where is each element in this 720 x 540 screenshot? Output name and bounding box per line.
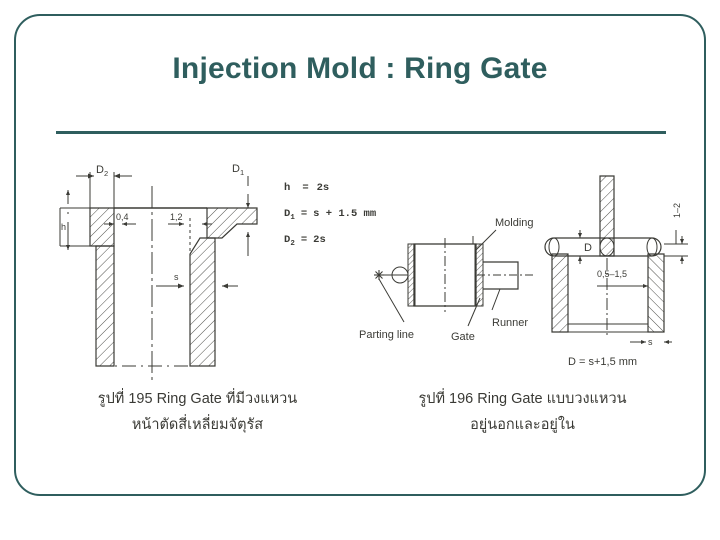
formula-line-1: h=2s bbox=[284, 182, 329, 194]
dim-label-s: s bbox=[174, 272, 179, 282]
dim-label-wall-left: 0,4 bbox=[116, 212, 129, 222]
dim-label-s-right: s bbox=[648, 337, 653, 347]
dim-label-d: D bbox=[584, 242, 592, 254]
dim-label-wall-right: 1,2 bbox=[170, 212, 183, 222]
slide-rounded-border bbox=[14, 14, 706, 496]
caption-figure-196: รูปที่ 196 Ring Gate แบบวงแหวน อยู่นอกแล… bbox=[361, 386, 680, 466]
label-molding: Molding bbox=[495, 217, 534, 229]
figure-middle-drawing: Parting line Molding Runner Gate bbox=[359, 217, 534, 343]
caption-figure-195: รูปที่ 195 Ring Gate ที่มีวงแหวน หน้าตัด… bbox=[40, 386, 361, 466]
page-title: Injection Mold : Ring Gate bbox=[172, 52, 548, 85]
label-runner: Runner bbox=[492, 317, 528, 329]
dim-label-range-vertical: 1–2 bbox=[672, 203, 682, 218]
figure-right-drawing: D 1–2 0,5–1,5 s D = s+1,5 mm bbox=[544, 175, 688, 368]
dim-label-h: h bbox=[61, 222, 66, 232]
dim-label-d1: D1 bbox=[232, 163, 244, 177]
figure-left-drawing: D2 D1 h 0,4 bbox=[59, 163, 258, 382]
caption-195-line-1: รูปที่ 195 Ring Gate ที่มีวงแหวน bbox=[97, 391, 298, 407]
caption-196-line-1: รูปที่ 196 Ring Gate แบบวงแหวน bbox=[418, 391, 627, 407]
figure-captions: รูปที่ 195 Ring Gate ที่มีวงแหวน หน้าตัด… bbox=[40, 386, 680, 466]
title-divider bbox=[56, 131, 666, 134]
figure-group: D2 D1 h 0,4 bbox=[52, 146, 712, 386]
caption-196-line-2: อยู่นอกและอยู่ใน bbox=[470, 417, 575, 433]
formula-line-2: D1=s + 1.5 mm bbox=[284, 208, 376, 222]
dim-label-range-horizontal: 0,5–1,5 bbox=[597, 269, 627, 279]
label-parting-line: Parting line bbox=[359, 329, 414, 341]
formula-line-3: D2=2s bbox=[284, 234, 326, 248]
formula-block: h=2s D1=s + 1.5 mm D2=2s bbox=[284, 182, 376, 248]
caption-195-line-2: หน้าตัดสี่เหลี่ยมจัตุรัส bbox=[131, 417, 264, 433]
label-right-formula: D = s+1,5 mm bbox=[568, 356, 637, 368]
dim-label-d2: D2 bbox=[96, 164, 108, 178]
technical-drawing-svg: D2 D1 h 0,4 bbox=[59, 163, 688, 382]
label-gate: Gate bbox=[451, 331, 475, 343]
